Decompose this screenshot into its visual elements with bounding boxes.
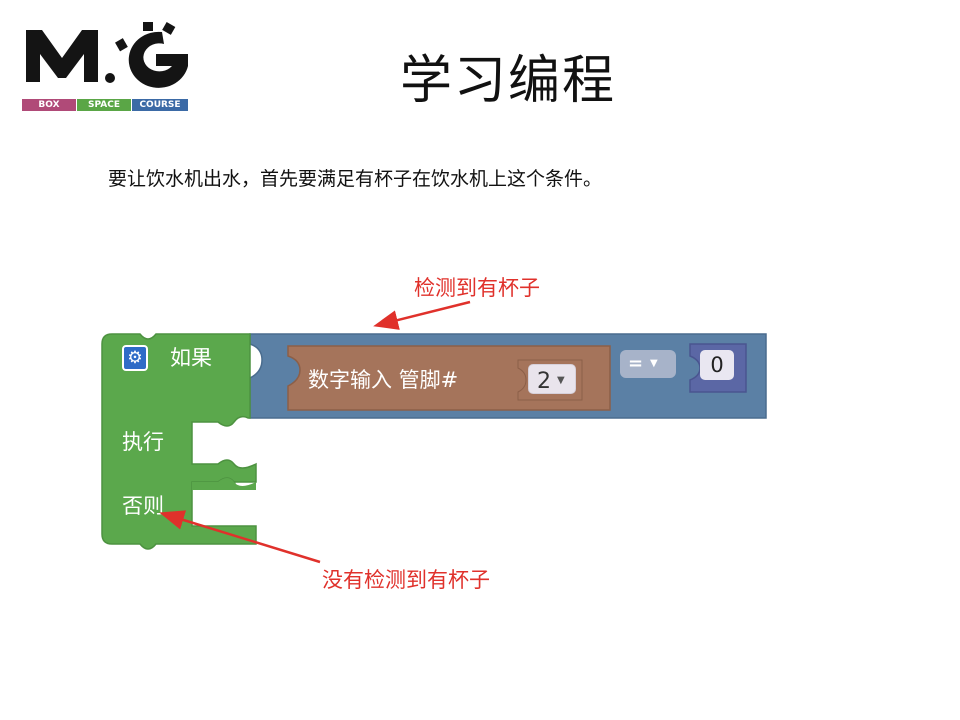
pin-dropdown[interactable]: 2 ▼	[528, 364, 576, 394]
annotation-not-detected: 没有检测到有杯子	[322, 568, 490, 592]
compare-number-field[interactable]: 0	[700, 350, 734, 380]
logo-bar-course: COURSE	[132, 99, 188, 111]
chevron-down-icon: ▼	[650, 358, 658, 369]
else-label: 否则	[122, 494, 164, 518]
mg-logo: BOX SPACE COURSE	[22, 20, 192, 112]
intro-text: 要让饮水机出水，首先要满足有杯子在饮水机上这个条件。	[108, 168, 603, 190]
digital-input-label: 数字输入 管脚#	[308, 368, 459, 392]
pin-value: 2	[537, 369, 551, 394]
chevron-down-icon: ▼	[557, 375, 565, 386]
annotation-detected: 检测到有杯子	[414, 276, 540, 300]
if-label: 如果	[170, 346, 212, 370]
logo-bar-space: SPACE	[77, 99, 131, 111]
blockly-workspace: ⚙ 如果 执行 否则 数字输入 管脚# 2 ▼ = ▼ 0	[100, 330, 770, 555]
mutator-gear-icon[interactable]: ⚙	[122, 345, 148, 371]
operator-dropdown[interactable]: = ▼	[620, 350, 676, 378]
arrow-not-detected	[159, 510, 321, 564]
arrow-detected	[373, 300, 471, 330]
page-title: 学习编程	[400, 51, 617, 111]
do-label: 执行	[122, 430, 164, 454]
operator-value: =	[628, 353, 644, 374]
mg-logo-mark	[26, 22, 188, 88]
logo-bar-box: BOX	[22, 99, 76, 111]
